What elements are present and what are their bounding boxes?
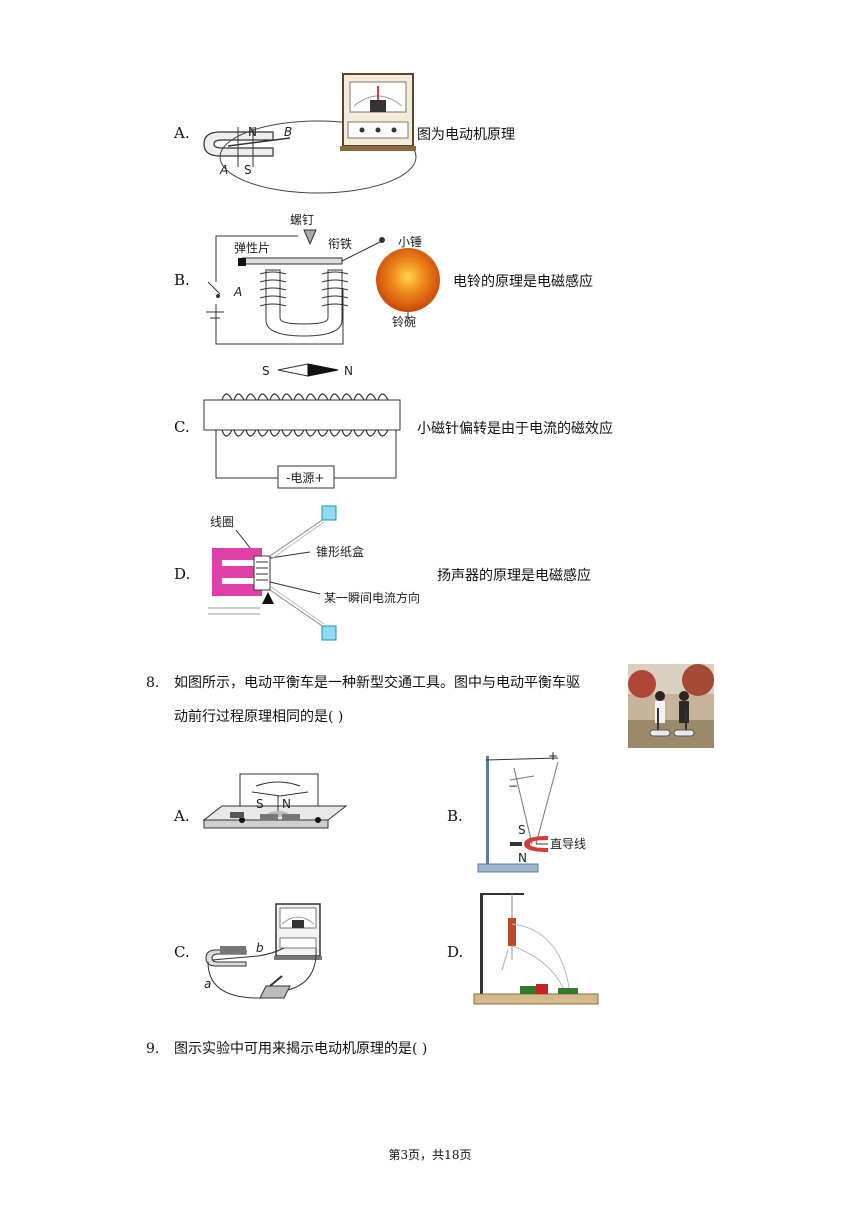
q8-option-d-letter[interactable]: D. bbox=[447, 943, 464, 961]
figure-7b-electric-bell: 螺钉 弹性片 衔铁 小锤 A 铃碗 bbox=[206, 213, 440, 345]
label-s: S bbox=[244, 163, 252, 177]
question-9-text: 图示实验中可用来揭示电动机原理的是( ) bbox=[174, 1041, 428, 1057]
label-plus: + bbox=[548, 749, 558, 763]
q8-option-b-letter[interactable]: B. bbox=[447, 807, 463, 825]
label-current-direction: 某一瞬间电流方向 bbox=[324, 590, 420, 605]
question-8-line1: 如图所示，电动平衡车是一种新型交通工具。图中与电动平衡车驱 bbox=[174, 675, 580, 691]
label-b: b bbox=[256, 941, 264, 955]
label-n: N bbox=[248, 125, 257, 139]
label-n: N bbox=[282, 797, 291, 811]
label-coil: 线圈 bbox=[210, 515, 234, 529]
figure-8b-wire-magnet: + − S N 直导线 bbox=[477, 749, 586, 873]
label-n: N bbox=[344, 364, 353, 378]
label-s: S bbox=[262, 364, 270, 378]
question-9-number: 9. bbox=[146, 1041, 160, 1057]
label-a: A bbox=[233, 285, 242, 299]
label-s: S bbox=[518, 823, 526, 837]
q8-option-a-letter[interactable]: A. bbox=[174, 807, 190, 825]
option-b-text: 电铃的原理是电磁感应 bbox=[453, 274, 593, 290]
figure-7a-generator: N S B A bbox=[203, 73, 417, 194]
label-straight-wire: 直导线 bbox=[550, 837, 586, 851]
galvanometer-icon bbox=[340, 73, 416, 151]
question-8-number: 8. bbox=[146, 675, 160, 691]
label-armature: 衔铁 bbox=[328, 237, 352, 251]
label-bowl: 铃碗 bbox=[392, 314, 416, 329]
label-power: -电源+ bbox=[286, 471, 324, 485]
label-cone: 锥形纸盒 bbox=[316, 544, 364, 559]
balance-scooter-photo bbox=[628, 664, 714, 748]
option-b-letter: B. bbox=[174, 271, 190, 289]
label-a: a bbox=[204, 977, 211, 991]
option-a-text: 图为电动机原理 bbox=[417, 127, 515, 143]
option-c-text: 小磁针偏转是由于电流的磁效应 bbox=[417, 421, 613, 437]
q8-option-c-letter[interactable]: C. bbox=[174, 943, 190, 961]
bell-bowl-icon bbox=[376, 248, 440, 320]
label-n: N bbox=[518, 851, 527, 865]
option-a-letter: A. bbox=[174, 124, 190, 142]
galvanometer-icon bbox=[274, 903, 322, 960]
label-s: S bbox=[256, 797, 264, 811]
option-c-letter: C. bbox=[174, 418, 190, 436]
label-a: A bbox=[219, 163, 228, 177]
label-hammer: 小锤 bbox=[398, 234, 422, 249]
figure-8c-galvanometer-circuit: b a bbox=[204, 903, 322, 999]
label-spring: 弹性片 bbox=[234, 241, 270, 255]
speaker-magnet-icon bbox=[212, 548, 262, 596]
label-minus: − bbox=[508, 779, 518, 793]
compass-needle-icon bbox=[277, 363, 339, 377]
option-d-letter: D. bbox=[174, 565, 191, 583]
label-b: B bbox=[284, 125, 292, 139]
figure-8d-hanging-coil bbox=[473, 893, 599, 1005]
figure-7c-solenoid: S N -电源+ bbox=[203, 363, 401, 489]
question-8-line2: 动前行过程原理相同的是( ) bbox=[174, 709, 344, 725]
figure-7d-speaker: 线圈 锥形纸盒 某一瞬间电流方向 bbox=[208, 505, 420, 641]
figure-8a-current-needle: S N bbox=[202, 773, 348, 829]
option-d-text: 扬声器的原理是电磁感应 bbox=[437, 568, 591, 584]
page-footer: 第3页，共18页 bbox=[388, 1148, 472, 1162]
label-screw: 螺钉 bbox=[290, 213, 314, 227]
